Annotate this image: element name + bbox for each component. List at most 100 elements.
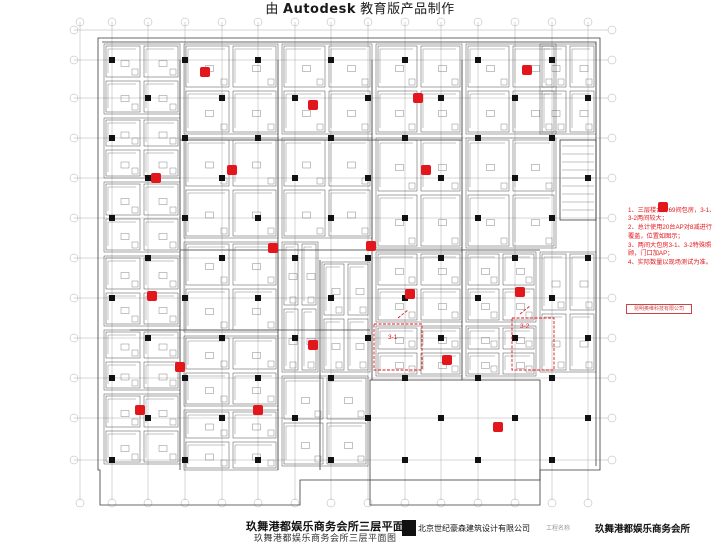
washroom xyxy=(267,429,275,437)
sofa xyxy=(234,414,272,434)
table xyxy=(301,442,310,449)
washroom xyxy=(525,311,533,319)
washroom xyxy=(451,276,459,284)
sofa xyxy=(303,311,312,366)
ap-marker xyxy=(135,405,145,415)
washroom xyxy=(131,379,139,387)
ktv-room xyxy=(143,361,179,389)
washroom xyxy=(525,365,533,373)
ktv-room xyxy=(185,337,230,370)
ktv-room xyxy=(105,149,141,177)
ktv-room xyxy=(232,243,277,286)
open-hall xyxy=(369,379,541,481)
table xyxy=(205,387,214,394)
washroom xyxy=(359,306,367,314)
washroom xyxy=(169,206,177,214)
washroom xyxy=(451,340,459,348)
table xyxy=(158,60,168,67)
washroom xyxy=(307,296,315,304)
axis-bubble xyxy=(607,25,617,35)
ktv-room xyxy=(143,119,179,147)
washroom xyxy=(361,227,369,235)
room-block xyxy=(103,255,181,327)
table xyxy=(205,263,214,270)
washroom xyxy=(408,365,416,373)
axis-bubble xyxy=(290,17,300,27)
ktv-room xyxy=(420,45,461,88)
washroom xyxy=(585,78,593,86)
axis-bubble xyxy=(607,55,617,65)
ktv-room xyxy=(232,411,277,439)
axis-bubble xyxy=(75,17,85,27)
axis-bubble xyxy=(69,173,79,183)
sofa xyxy=(328,380,362,415)
structural-column xyxy=(219,415,225,421)
ktv-room xyxy=(185,139,230,187)
sofa xyxy=(543,93,562,128)
ktv-room xyxy=(105,430,141,463)
ktv-room xyxy=(502,253,535,286)
ktv-room xyxy=(143,292,179,325)
big-room-3-2-outline xyxy=(511,317,555,371)
structural-column xyxy=(549,295,555,301)
sofa xyxy=(107,433,136,458)
washroom xyxy=(220,78,228,86)
structural-column xyxy=(549,375,555,381)
structural-column xyxy=(402,135,408,141)
axis-bubble xyxy=(69,213,79,223)
sofa xyxy=(469,93,505,128)
table xyxy=(302,161,311,169)
sofa xyxy=(543,316,562,366)
axis-bubble xyxy=(69,253,79,263)
sofa xyxy=(145,186,174,211)
ktv-room xyxy=(467,327,500,350)
table xyxy=(347,211,356,219)
structural-column xyxy=(475,215,481,221)
table xyxy=(158,410,168,417)
note-1: 1、三层楼合计69间包房，3-1、3-2两间较大； xyxy=(628,207,716,223)
room-block xyxy=(465,251,537,323)
ktv-room xyxy=(541,45,567,88)
ktv-room xyxy=(143,149,179,177)
watermark-brand: Autodesk xyxy=(283,2,356,17)
ktv-room xyxy=(232,90,277,133)
washroom xyxy=(359,361,367,369)
table xyxy=(395,337,404,344)
axis-bubble xyxy=(69,455,79,465)
structural-column xyxy=(328,375,334,381)
structural-column xyxy=(328,215,334,221)
sofa xyxy=(543,48,562,83)
project-field-label: 工程名称 xyxy=(546,526,571,532)
table xyxy=(551,65,561,72)
ap-marker xyxy=(658,202,668,212)
room-block xyxy=(103,393,181,465)
washroom xyxy=(500,237,508,245)
sofa xyxy=(330,142,366,182)
table xyxy=(438,65,447,72)
table xyxy=(395,219,404,226)
ap-marker xyxy=(200,67,210,77)
structural-column xyxy=(292,95,298,101)
table xyxy=(531,110,540,117)
table xyxy=(395,268,404,275)
axis-bubble xyxy=(400,17,410,27)
washroom xyxy=(267,123,275,131)
structural-column xyxy=(585,415,591,421)
washroom xyxy=(451,311,459,319)
table xyxy=(344,442,353,449)
table xyxy=(158,373,168,381)
washroom xyxy=(316,123,324,131)
axis-bubble xyxy=(217,498,227,508)
axis-bubble xyxy=(326,17,336,27)
table xyxy=(252,65,261,72)
axis-bubble xyxy=(290,498,300,508)
sofa xyxy=(187,444,225,464)
ktv-room xyxy=(105,257,141,290)
ap-marker xyxy=(515,287,525,297)
washroom xyxy=(169,280,177,288)
sofa xyxy=(422,291,456,316)
structural-column xyxy=(292,175,298,181)
room-block xyxy=(183,409,279,471)
axis-bubble xyxy=(180,498,190,508)
washroom xyxy=(525,276,533,284)
